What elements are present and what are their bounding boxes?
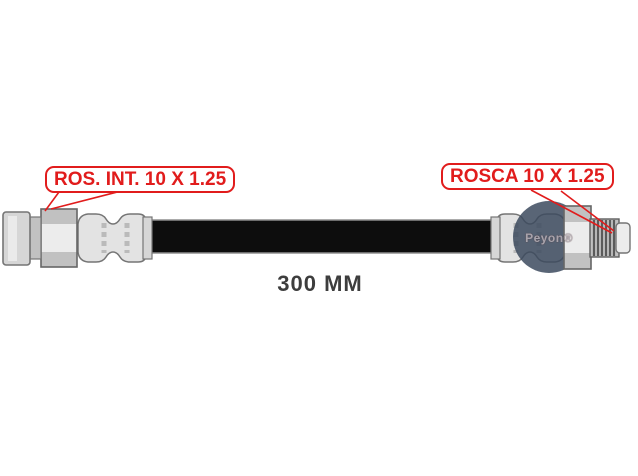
left-hex-nut (40, 208, 78, 268)
left-crimp-sleeve (77, 213, 153, 263)
callout-left-thread-label: ROS. INT. 10 X 1.25 (45, 166, 236, 193)
left-collar (29, 216, 42, 260)
watermark-label: Peyon® (525, 231, 573, 245)
right-threaded-end (589, 218, 620, 258)
left-end-cap (2, 211, 31, 266)
callout-right-thread-label: ROSCA 10 X 1.25 (441, 163, 614, 190)
length-dimension-label: 300 MM (277, 271, 363, 296)
hose-body (139, 219, 511, 254)
right-tip (615, 222, 631, 254)
